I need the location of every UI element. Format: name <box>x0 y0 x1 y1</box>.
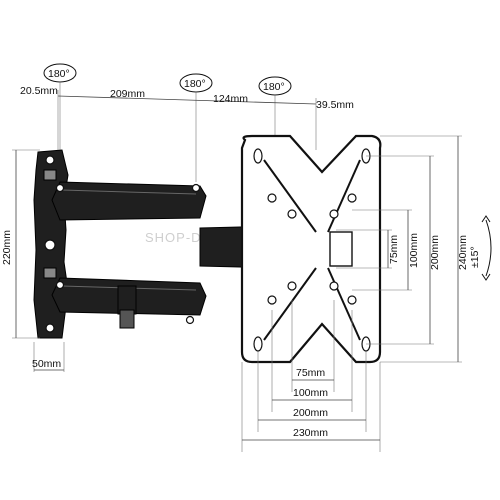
dim-plate-width: 230mm <box>293 427 328 439</box>
rotation-indicator-head: 180° <box>258 76 292 140</box>
dimension-wall-width: 50mm <box>32 342 65 372</box>
dimensions-right: 75mm 100mm 200mm 240mm <box>336 135 469 363</box>
dim-wall-plate-width: 50mm <box>32 358 61 370</box>
rotation-label-head: 180° <box>263 81 285 93</box>
dim-arm-length: 209mm <box>110 88 145 100</box>
rotation-label-arm: 180° <box>184 78 206 90</box>
center-bracket <box>44 239 137 329</box>
dim-vesa-v-200: 200mm <box>429 235 441 270</box>
rotation-label-wall: 180° <box>48 68 70 80</box>
rotation-indicator-wall: 180° <box>43 63 77 160</box>
dim-wall-plate-height: 220mm <box>1 230 13 265</box>
dimension-top: 20.5mm 209mm 124mm 39.5mm <box>20 85 354 150</box>
tilt-label: ±15° <box>469 246 481 268</box>
upper-arm <box>51 181 207 221</box>
dimensions-bottom: 75mm 100mm 200mm 230mm <box>241 300 381 452</box>
dim-wall-offset: 20.5mm <box>20 85 58 97</box>
dim-vesa-h-100: 100mm <box>293 387 328 399</box>
rotation-indicator-arm: 180° <box>179 73 213 182</box>
dim-vesa-h-75: 75mm <box>296 367 325 379</box>
vesa-plate <box>240 134 382 364</box>
dim-arm-second: 124mm <box>213 93 248 105</box>
dim-head-offset: 39.5mm <box>316 99 354 111</box>
dim-vesa-h-200: 200mm <box>293 407 328 419</box>
dim-vesa-v-75: 75mm <box>388 235 400 264</box>
dim-vesa-v-100: 100mm <box>408 233 420 268</box>
dimension-wall-height: 220mm <box>1 149 40 339</box>
tilt-indicator: ±15° <box>469 215 492 281</box>
dim-plate-height: 240mm <box>457 235 469 270</box>
